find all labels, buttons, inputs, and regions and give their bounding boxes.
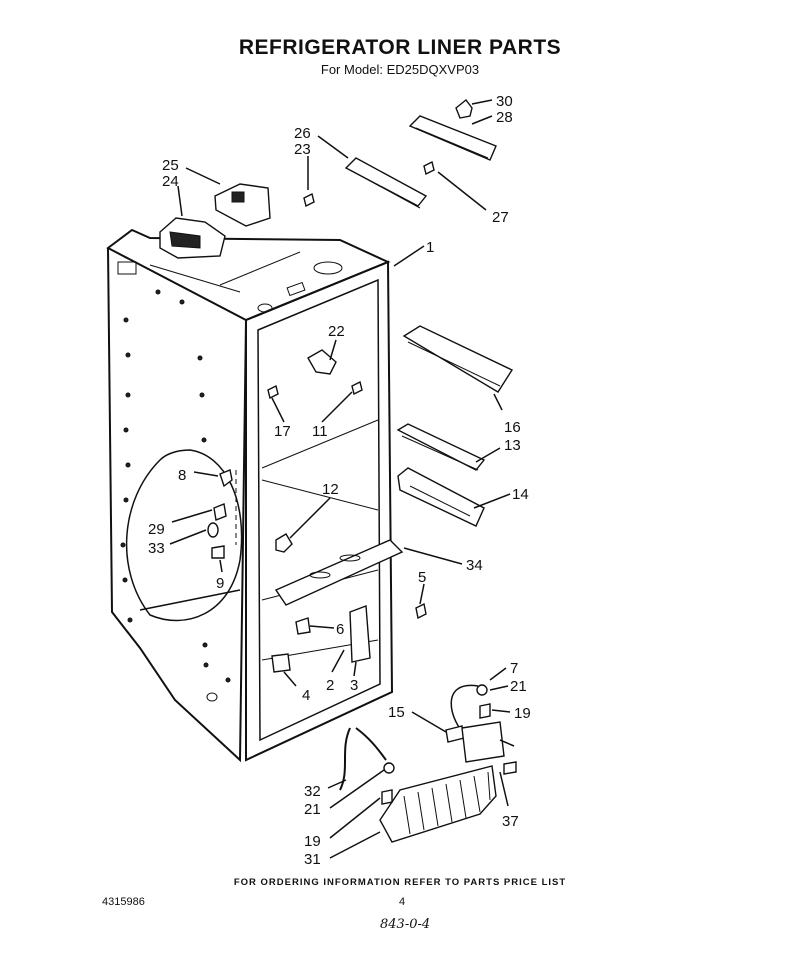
callout-22: 22 — [328, 323, 345, 340]
callout-11: 11 — [312, 423, 328, 440]
part-6-damper — [295, 617, 311, 635]
part-28-bracket — [408, 115, 497, 161]
page-title: REFRIGERATOR LINER PARTS — [238, 36, 562, 59]
callout-17: 17 — [274, 423, 291, 440]
callout-19: 19 — [514, 705, 531, 722]
part-8-bulb — [219, 469, 233, 488]
drain-assembly — [339, 684, 517, 843]
part-22-bracket — [307, 349, 337, 375]
callout-19-lower: 19 — [304, 833, 321, 850]
ordering-note: FOR ORDERING INFORMATION REFER TO PARTS … — [233, 877, 567, 888]
part-25-cover — [214, 183, 271, 227]
part-5-screw — [415, 602, 427, 620]
part-24-control-housing — [159, 217, 226, 259]
callout-9: 9 — [216, 575, 224, 592]
callout-7: 7 — [510, 660, 518, 677]
callout-33: 33 — [148, 540, 165, 557]
callout-2: 2 — [326, 677, 334, 694]
handwritten-note: 843-0-4 — [380, 917, 431, 932]
callout-12: 12 — [322, 481, 339, 498]
callout-5: 5 — [418, 569, 426, 586]
part-34-support — [274, 539, 404, 606]
model-subtitle: For Model: ED25DQXVP03 — [320, 62, 480, 77]
part-26-strip — [344, 157, 428, 209]
part-33-lamp — [207, 522, 219, 538]
part-14-rail — [397, 467, 485, 527]
callout-29: 29 — [148, 521, 165, 538]
callout-27: 27 — [492, 209, 509, 226]
callout-13: 13 — [504, 437, 521, 454]
part-11-screw — [351, 380, 363, 396]
callout-6: 6 — [336, 621, 344, 638]
part-23-screw — [303, 192, 315, 208]
leader-lines — [169, 99, 511, 859]
callout-31: 31 — [304, 851, 321, 868]
callout-34: 34 — [466, 557, 483, 574]
part-30-clip — [455, 99, 473, 119]
callout-3: 3 — [350, 677, 358, 694]
callout-37: 37 — [502, 813, 519, 830]
callout-24: 24 — [162, 173, 179, 190]
part-9-switch — [211, 545, 225, 559]
callout-23: 23 — [294, 141, 311, 158]
callout-labels: 30 28 26 23 25 24 27 1 22 16 17 11 13 8 … — [148, 93, 531, 868]
document-number: 4315986 — [102, 896, 145, 908]
part-2-3-hinge — [349, 605, 371, 663]
part-27-screw — [423, 160, 435, 176]
part-4-block — [271, 653, 291, 673]
part-13-rail — [396, 423, 486, 471]
callout-14: 14 — [512, 486, 529, 503]
part-29-socket — [213, 503, 227, 521]
callout-26: 26 — [294, 125, 311, 142]
callout-30: 30 — [496, 93, 513, 110]
callout-4: 4 — [302, 687, 310, 704]
callout-16: 16 — [504, 419, 521, 436]
part-17-screw — [267, 384, 279, 400]
part-16-pan — [402, 325, 514, 393]
part-12-clip — [275, 533, 293, 553]
callout-8: 8 — [178, 467, 186, 484]
callout-32: 32 — [304, 783, 321, 800]
callout-21: 21 — [510, 678, 527, 695]
callout-21-lower: 21 — [304, 801, 321, 818]
callout-1: 1 — [426, 239, 434, 256]
page-number: 4 — [399, 896, 406, 908]
callout-28: 28 — [496, 109, 513, 126]
callout-25: 25 — [162, 157, 179, 174]
callout-15: 15 — [388, 704, 405, 721]
